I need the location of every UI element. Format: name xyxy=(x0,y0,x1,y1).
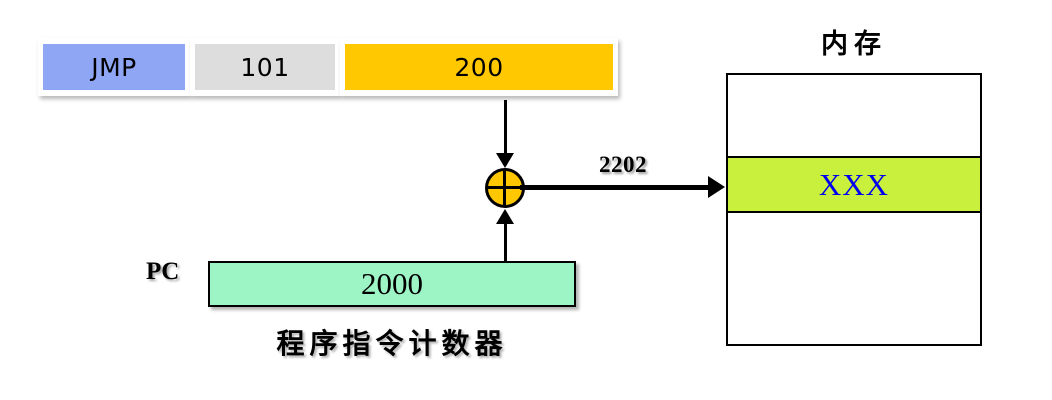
instruction-field-opcode-label: JMP xyxy=(43,44,185,90)
effective-address-bus-arrowhead xyxy=(708,176,725,198)
adder xyxy=(485,168,525,208)
operand-to-adder-arrowhead xyxy=(496,153,514,168)
operand-to-adder-line xyxy=(504,100,507,155)
pc-to-adder-arrowhead xyxy=(496,209,514,224)
plus-icon-vertical xyxy=(503,169,506,207)
pc-to-adder-line xyxy=(504,222,507,262)
pc-label: PC xyxy=(146,258,180,285)
memory-cell-target: XXX xyxy=(728,156,980,213)
memory-cell-upper xyxy=(728,75,980,156)
instruction-field-mode-label: 101 xyxy=(195,44,335,90)
memory-cell-target-value: XXX xyxy=(818,166,890,202)
pc-register-box: 2000 xyxy=(208,261,576,307)
memory-title: 内存 xyxy=(821,29,887,60)
effective-address-label: 2202 xyxy=(599,152,647,177)
pc-register-value: 2000 xyxy=(361,266,423,301)
instruction-field-mode: 101 xyxy=(190,38,340,96)
memory-cell-lower xyxy=(728,213,980,344)
instruction-field-operand: 200 xyxy=(340,38,618,96)
instruction-word: JMP 101 200 xyxy=(38,38,618,96)
effective-address-bus-line xyxy=(520,185,710,190)
instruction-field-operand-label: 200 xyxy=(345,44,613,90)
memory-block: XXX xyxy=(726,73,982,346)
instruction-field-opcode: JMP xyxy=(38,38,190,96)
pc-caption: 程序指令计数器 xyxy=(276,327,508,360)
